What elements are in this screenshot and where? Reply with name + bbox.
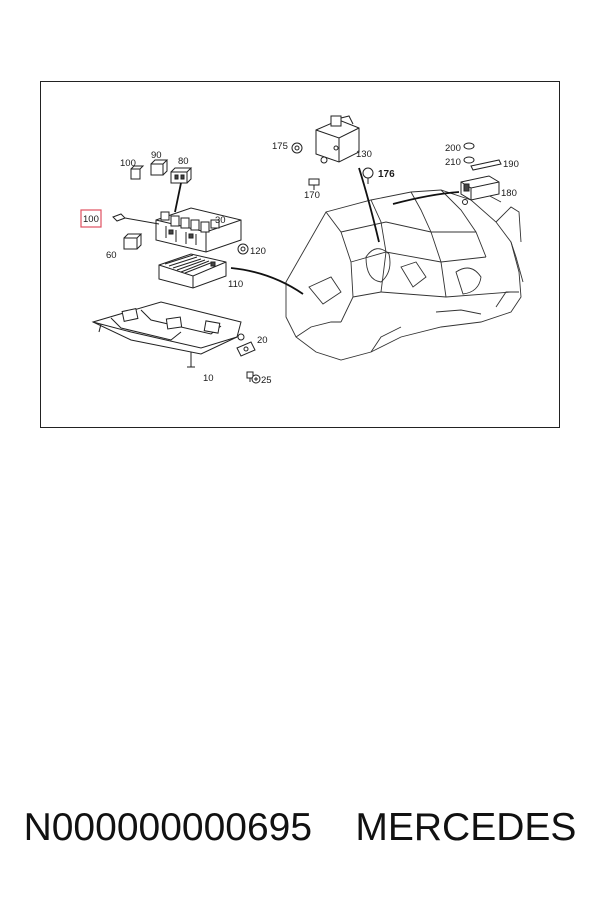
part-100-relay [130, 165, 145, 180]
part-210-nut [463, 156, 475, 164]
brand-name: MERCEDES [355, 806, 577, 849]
callout-20: 20 [257, 335, 268, 346]
part-number: N000000000695 [23, 806, 313, 849]
callout-80: 80 [178, 156, 189, 167]
highlight-box [80, 209, 102, 228]
callout-170: 170 [304, 190, 320, 201]
part-10-bracket [91, 301, 245, 368]
footer-caption: N000000000695 MERCEDES [0, 806, 600, 850]
callout-10: 10 [203, 373, 214, 384]
callout-90: 90 [151, 150, 162, 161]
callout-200: 200 [445, 143, 461, 154]
callout-30: 30 [215, 215, 226, 226]
part-60-relay [123, 233, 143, 250]
part-90-relay [150, 159, 169, 176]
part-110-control-unit [158, 253, 227, 289]
part-25-bolt [246, 371, 261, 384]
callout-176: 176 [378, 169, 395, 180]
leader-80 [174, 182, 182, 213]
callout-180: 180 [501, 188, 517, 199]
callout-120: 120 [250, 246, 266, 257]
part-30-relay-box [155, 207, 242, 253]
part-176-clip [362, 167, 374, 184]
callout-100-highlighted: 100 [83, 214, 99, 225]
part-190-bracket [470, 159, 502, 171]
leader-110 [230, 267, 304, 295]
callout-100: 100 [120, 158, 136, 169]
part-80-relay [170, 167, 193, 184]
callout-190: 190 [503, 159, 519, 170]
part-175-nut [291, 142, 303, 154]
leader-180 [392, 191, 460, 205]
callout-130: 130 [356, 149, 372, 160]
part-130-module [315, 115, 360, 164]
diagram-frame: 100 90 80 100 30 60 120 110 20 25 10 175… [40, 81, 560, 428]
callout-110: 110 [228, 279, 243, 290]
callout-175: 175 [272, 141, 288, 152]
part-180-module [460, 175, 500, 205]
part-20-bracket [236, 341, 256, 357]
callout-60: 60 [106, 250, 117, 261]
car-body-shell [285, 189, 524, 361]
callout-210: 210 [445, 157, 461, 168]
parts-diagram: 100 90 80 100 30 60 120 110 20 25 10 175… [80, 115, 524, 386]
part-200-washer [463, 142, 475, 150]
part-120-nut [237, 243, 249, 255]
part-170-bolt [308, 178, 320, 190]
leader-130 [358, 167, 380, 243]
part-100-fuse [112, 213, 160, 225]
callout-25: 25 [261, 375, 272, 386]
